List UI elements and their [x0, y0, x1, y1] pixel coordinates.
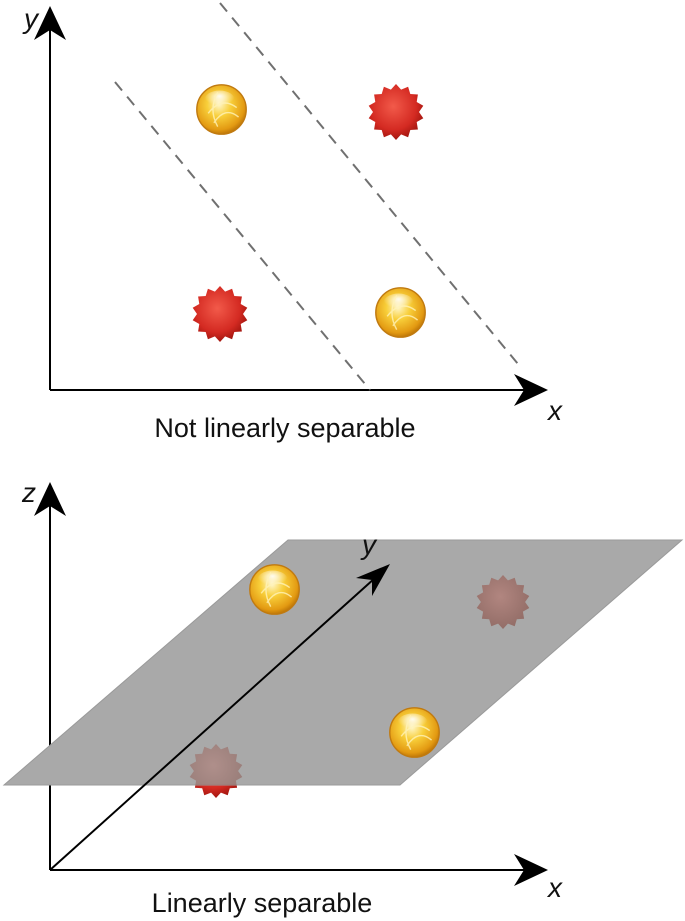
dashed-boundary-left	[114, 81, 371, 391]
top-y-axis-arrow	[34, 6, 66, 40]
top-caption: Not linearly separable	[154, 413, 415, 443]
bottom-y-axis-line	[49, 577, 376, 871]
bottom-x-axis-arrow	[514, 854, 548, 886]
gold-sphere-icon	[196, 84, 247, 135]
top-panel: y x Not linearly separable	[22, 2, 563, 443]
top-x-axis-label: x	[546, 395, 563, 426]
bottom-panel: z y x Linearly separable	[2, 477, 684, 918]
gold-sphere-icon	[375, 287, 426, 338]
dashed-boundary-right	[219, 2, 519, 365]
red-starburst-icon	[192, 286, 248, 342]
bottom-z-axis-label: z	[21, 477, 36, 508]
red-starburst-icon	[189, 744, 243, 785]
bottom-y-axis-label: y	[360, 529, 378, 560]
bottom-caption: Linearly separable	[152, 888, 373, 918]
gold-sphere-icon	[249, 564, 300, 615]
top-y-axis-label: y	[22, 3, 40, 34]
gold-sphere-icon	[389, 707, 440, 758]
red-starburst-icon	[476, 575, 530, 629]
bottom-z-axis-arrow	[34, 482, 66, 516]
bottom-x-axis-label: x	[546, 872, 563, 903]
bottom-y-axis-arrow	[356, 564, 390, 596]
separating-plane	[2, 539, 684, 786]
red-starburst-icon	[368, 84, 424, 140]
top-x-axis-arrow	[514, 374, 548, 406]
